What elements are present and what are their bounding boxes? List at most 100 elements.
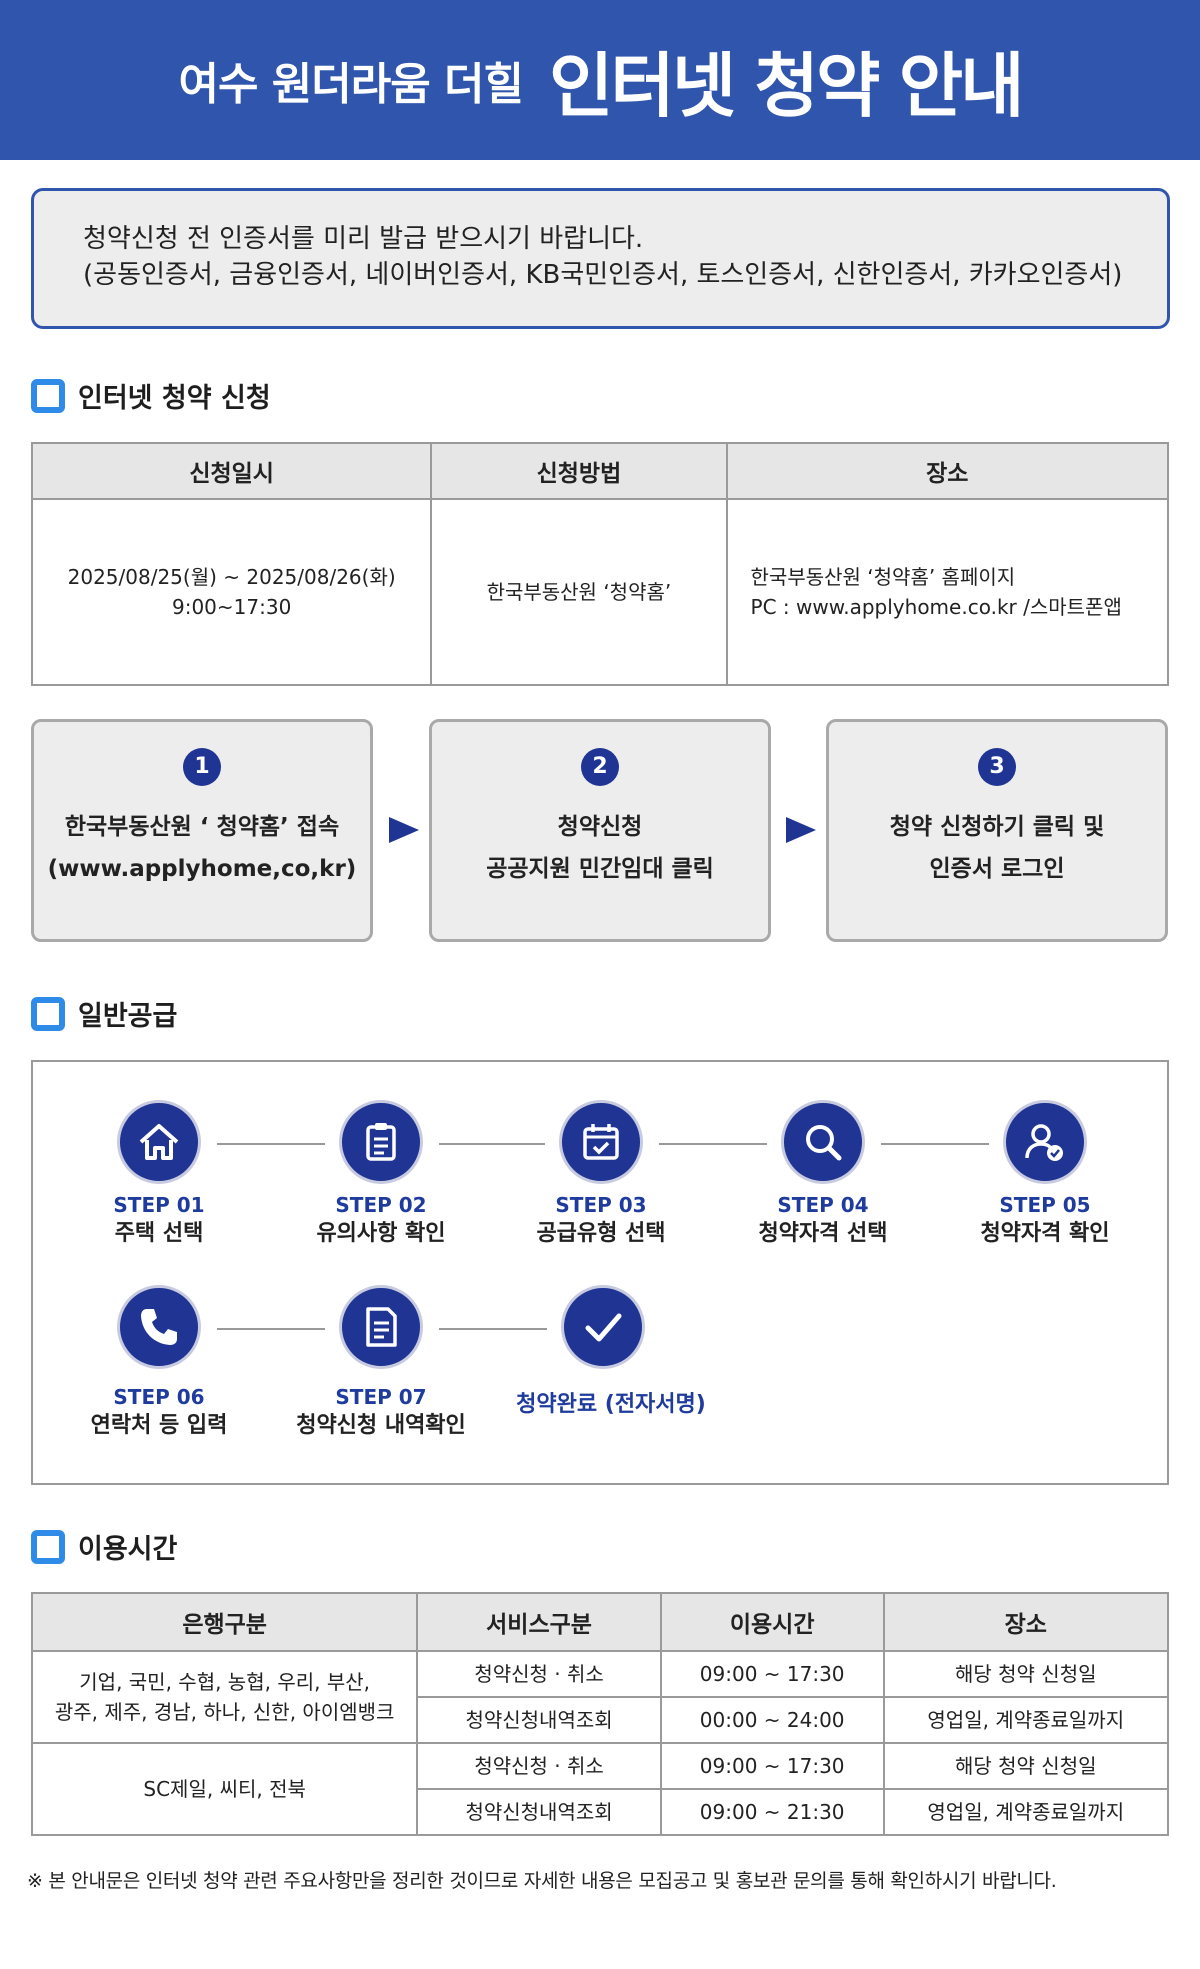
banner-title: 인터넷 청약 안내 (548, 44, 1025, 127)
notice-line-1: 청약신청 전 인증서를 미리 발급 받으시기 바랍니다. (83, 224, 644, 254)
step-connector (881, 1143, 989, 1145)
process-step-1: 1 한국부동산원 ‘ 청약홈’ 접속 (www.applyhome,co,kr) (31, 719, 373, 942)
step-connector (217, 1143, 325, 1145)
checkbox-square-icon (31, 378, 65, 413)
certificate-notice: 청약신청 전 인증서를 미리 발급 받으시기 바랍니다. (공동인증서, 금융인… (31, 188, 1170, 329)
phone-icon (117, 1285, 201, 1369)
service-cell: 청약신청내역조회 (416, 1696, 662, 1744)
step-06-label: STEP 06 연락처 등 입력 (59, 1384, 259, 1442)
arrow-right-icon (786, 817, 816, 843)
step-number: STEP 01 (113, 1193, 205, 1217)
house-icon (117, 1100, 201, 1184)
calendar-check-icon (559, 1100, 643, 1184)
search-icon (781, 1100, 865, 1184)
header-apply-place: 장소 (725, 442, 1170, 500)
step-name: 청약신청 내역확인 (296, 1413, 466, 1438)
section-general-label: 일반공급 (78, 1001, 178, 1032)
step-04-label: STEP 04 청약자격 선택 (723, 1192, 923, 1250)
process-step-2-line-1: 청약신청 (557, 814, 643, 840)
section-hours-label: 이용시간 (78, 1534, 178, 1565)
process-step-3-line-2: 인증서 로그인 (929, 856, 1065, 882)
apply-place-line-2: PC : www.applyhome.co.kr /스마트폰앱 (750, 595, 1122, 619)
notice-line-2: (공동인증서, 금융인증서, 네이버인증서, KB국민인증서, 토스인증서, 신… (83, 260, 1123, 290)
step-03-label: STEP 03 공급유형 선택 (501, 1192, 701, 1250)
process-step-1-line-2: (www.applyhome,co,kr) (47, 856, 357, 882)
place-cell: 해당 청약 신청일 (882, 1742, 1169, 1790)
header-bank: 은행구분 (30, 1592, 419, 1652)
section-title-hours: 이용시간 (31, 1527, 177, 1566)
step-done-label: 청약완료 (전자서명) (491, 1386, 731, 1418)
arrow-right-icon (389, 817, 419, 843)
process-step-2: 2 청약신청 공공지원 민간임대 클릭 (429, 719, 771, 942)
general-supply-steps: STEP 01 주택 선택 STEP 02 유의사항 확인 STEP 03 공급… (31, 1060, 1169, 1485)
hours-table: 은행구분 서비스구분 이용시간 장소 기업, 국민, 수협, 농협, 우리, 부… (30, 1592, 1169, 1836)
bank-group-1: 기업, 국민, 수협, 농협, 우리, 부산, 광주, 제주, 경남, 하나, … (30, 1650, 419, 1744)
header-place: 장소 (882, 1592, 1169, 1652)
step-number: STEP 06 (113, 1385, 205, 1409)
place-cell: 영업일, 계약종료일까지 (882, 1788, 1169, 1836)
step-number: STEP 02 (335, 1193, 427, 1217)
place-cell: 영업일, 계약종료일까지 (882, 1696, 1169, 1744)
document-icon (339, 1285, 423, 1369)
process-step-2-line-2: 공공지원 민간임대 클릭 (486, 856, 714, 882)
step-number: STEP 07 (335, 1385, 427, 1409)
step-name: 주택 선택 (114, 1221, 204, 1246)
apply-date-cell: 2025/08/25(월) ~ 2025/08/26(화) 9:00~17:30 (30, 498, 433, 686)
header-service: 서비스구분 (416, 1592, 662, 1652)
header-apply-method: 신청방법 (430, 442, 728, 500)
apply-time-range: 9:00~17:30 (171, 595, 292, 619)
service-cell: 청약신청 · 취소 (416, 1742, 662, 1790)
time-cell: 09:00 ~ 21:30 (659, 1788, 885, 1836)
step-number: STEP 05 (999, 1193, 1091, 1217)
user-check-icon (1003, 1100, 1087, 1184)
header-banner: 여수 원더라움 더힐 인터넷 청약 안내 (0, 0, 1200, 160)
header-time: 이용시간 (659, 1592, 885, 1652)
bank-group-2: SC제일, 씨티, 전북 (30, 1742, 419, 1836)
bank-group-1-line-2: 광주, 제주, 경남, 하나, 신한, 아이엠뱅크 (54, 1700, 395, 1724)
step-connector (439, 1328, 547, 1330)
step-name: 공급유형 선택 (536, 1221, 666, 1246)
step-connector (217, 1328, 325, 1330)
checkmark-icon (561, 1285, 645, 1369)
apply-place-cell: 한국부동산원 ‘청약홈’ 홈페이지 PC : www.applyhome.co.… (725, 498, 1170, 686)
step-number: STEP 04 (777, 1193, 869, 1217)
step-name: 청약자격 선택 (758, 1221, 888, 1246)
time-cell: 09:00 ~ 17:30 (659, 1650, 885, 1698)
service-cell: 청약신청내역조회 (416, 1788, 662, 1836)
section-title-general: 일반공급 (31, 994, 177, 1033)
checkbox-square-icon (31, 1529, 65, 1564)
step-number-badge: 3 (978, 748, 1016, 786)
time-cell: 09:00 ~ 17:30 (659, 1742, 885, 1790)
process-step-3-line-1: 청약 신청하기 클릭 및 (889, 814, 1105, 840)
section-title-apply: 인터넷 청약 신청 (31, 376, 271, 415)
service-cell: 청약신청 · 취소 (416, 1650, 662, 1698)
apply-place-line-1: 한국부동산원 ‘청약홈’ 홈페이지 (750, 565, 1016, 589)
process-step-1-line-1: 한국부동산원 ‘ 청약홈’ 접속 (64, 814, 340, 840)
apply-method-cell: 한국부동산원 ‘청약홈’ (430, 498, 728, 686)
time-cell: 00:00 ~ 24:00 (659, 1696, 885, 1744)
apply-date-range: 2025/08/25(월) ~ 2025/08/26(화) (67, 565, 396, 589)
step-05-label: STEP 05 청약자격 확인 (945, 1192, 1145, 1250)
footnote: ※ 본 안내문은 인터넷 청약 관련 주요사항만을 정리한 것이므로 자세한 내… (27, 1870, 1057, 1892)
step-connector (439, 1143, 545, 1145)
step-name: 청약자격 확인 (980, 1221, 1110, 1246)
section-apply-label: 인터넷 청약 신청 (78, 383, 271, 414)
step-number: STEP 03 (555, 1193, 647, 1217)
step-connector (659, 1143, 767, 1145)
apply-table: 신청일시 신청방법 장소 2025/08/25(월) ~ 2025/08/26(… (30, 442, 1170, 686)
bank-group-1-line-1: 기업, 국민, 수협, 농협, 우리, 부산, (79, 1670, 370, 1694)
step-name: 유의사항 확인 (316, 1221, 446, 1246)
clipboard-icon (339, 1100, 423, 1184)
step-number-badge: 2 (581, 748, 619, 786)
process-step-3: 3 청약 신청하기 클릭 및 인증서 로그인 (826, 719, 1168, 942)
step-01-label: STEP 01 주택 선택 (59, 1192, 259, 1250)
step-number-badge: 1 (183, 748, 221, 786)
completion-label: 청약완료 (전자서명) (516, 1392, 706, 1417)
header-apply-date: 신청일시 (30, 442, 433, 500)
place-cell: 해당 청약 신청일 (882, 1650, 1169, 1698)
step-07-label: STEP 07 청약신청 내역확인 (271, 1384, 491, 1442)
checkbox-square-icon (31, 996, 65, 1031)
step-02-label: STEP 02 유의사항 확인 (281, 1192, 481, 1250)
step-name: 연락처 등 입력 (90, 1413, 228, 1438)
banner-subtitle: 여수 원더라움 더힐 (178, 59, 523, 110)
